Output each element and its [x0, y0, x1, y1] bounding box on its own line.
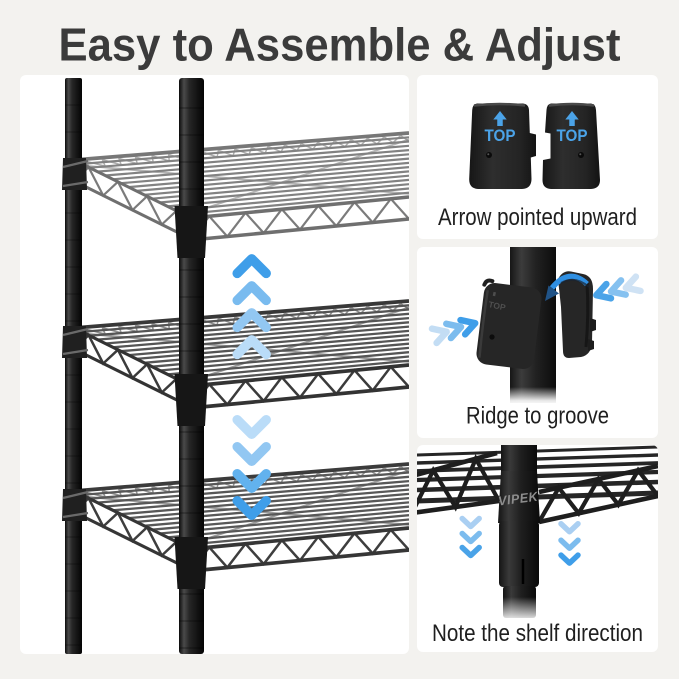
svg-text:Arrow pointed upward: Arrow pointed upward: [438, 204, 637, 231]
svg-text:Note the shelf direction: Note the shelf direction: [432, 620, 643, 647]
svg-text:Ridge to groove: Ridge to groove: [466, 403, 609, 430]
svg-text:TOP: TOP: [557, 126, 588, 145]
svg-text:Easy to Assemble & Adjust: Easy to Assemble & Adjust: [59, 19, 621, 71]
svg-text:VIPEK: VIPEK: [497, 489, 540, 509]
svg-text:TOP: TOP: [488, 299, 507, 312]
svg-text:TOP: TOP: [485, 126, 516, 145]
